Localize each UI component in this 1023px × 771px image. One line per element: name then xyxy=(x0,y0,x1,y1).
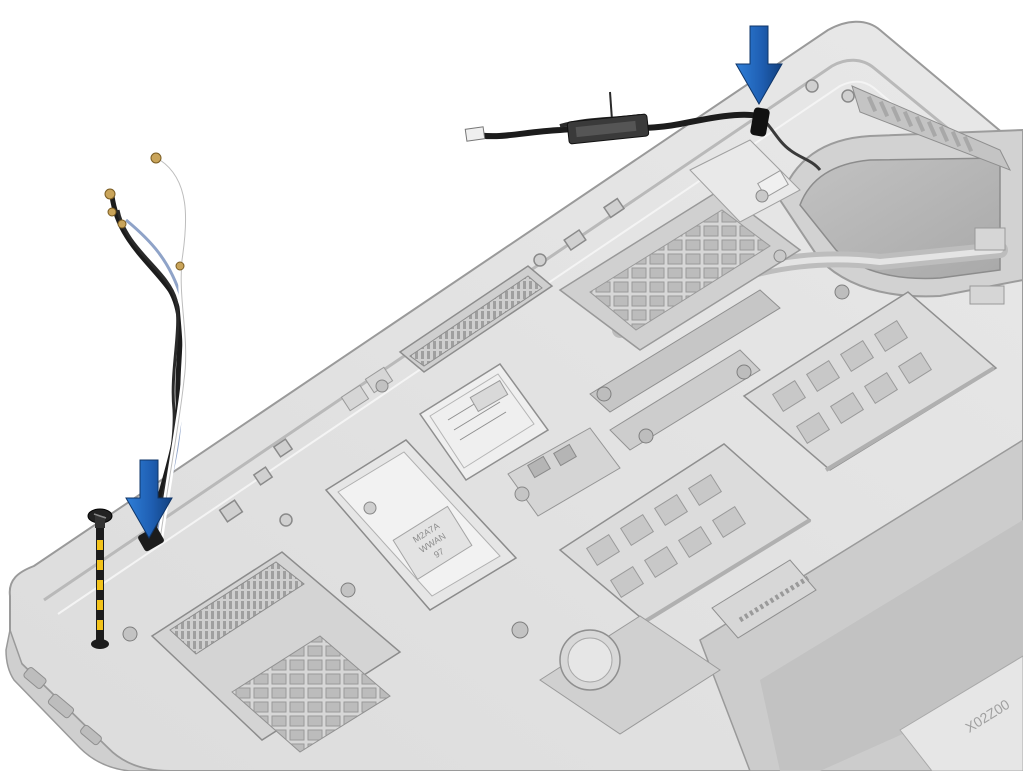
screw-callout xyxy=(87,508,113,649)
antenna-cables xyxy=(104,152,189,552)
display-cable xyxy=(464,91,822,171)
antenna-connector-tip xyxy=(150,152,162,164)
antenna-connector-tip xyxy=(117,219,127,229)
wwan-card: M2A7A WWAN 97 xyxy=(324,439,518,611)
io-chip-area xyxy=(507,427,621,517)
antenna-connector-tip xyxy=(175,261,185,271)
battery-sticker: X02Z00 xyxy=(899,655,1023,771)
chassis-bracket xyxy=(589,284,850,451)
docking-connector xyxy=(340,265,554,412)
screw-hole xyxy=(91,639,109,649)
system-board-upper xyxy=(558,139,802,351)
callout-arrow-antenna-cables xyxy=(125,459,173,540)
memory-module-upper xyxy=(742,291,998,472)
wlan-card xyxy=(418,362,550,482)
callout-arrow-display-cable xyxy=(735,25,783,106)
ssd-module xyxy=(122,551,402,753)
antenna-connector-tip xyxy=(107,207,117,217)
down-arrow-icon xyxy=(735,25,783,106)
wwan-card-label: M2A7A WWAN 97 xyxy=(392,505,473,580)
antenna-connector-tip xyxy=(104,188,116,200)
rim-features xyxy=(218,79,855,527)
down-arrow-icon xyxy=(125,459,173,540)
memory-module-lower xyxy=(558,443,812,624)
battery-area: X02Z00 xyxy=(511,439,1023,771)
wwan-label-line-3: 97 xyxy=(432,546,446,560)
screw-icon xyxy=(87,508,113,528)
